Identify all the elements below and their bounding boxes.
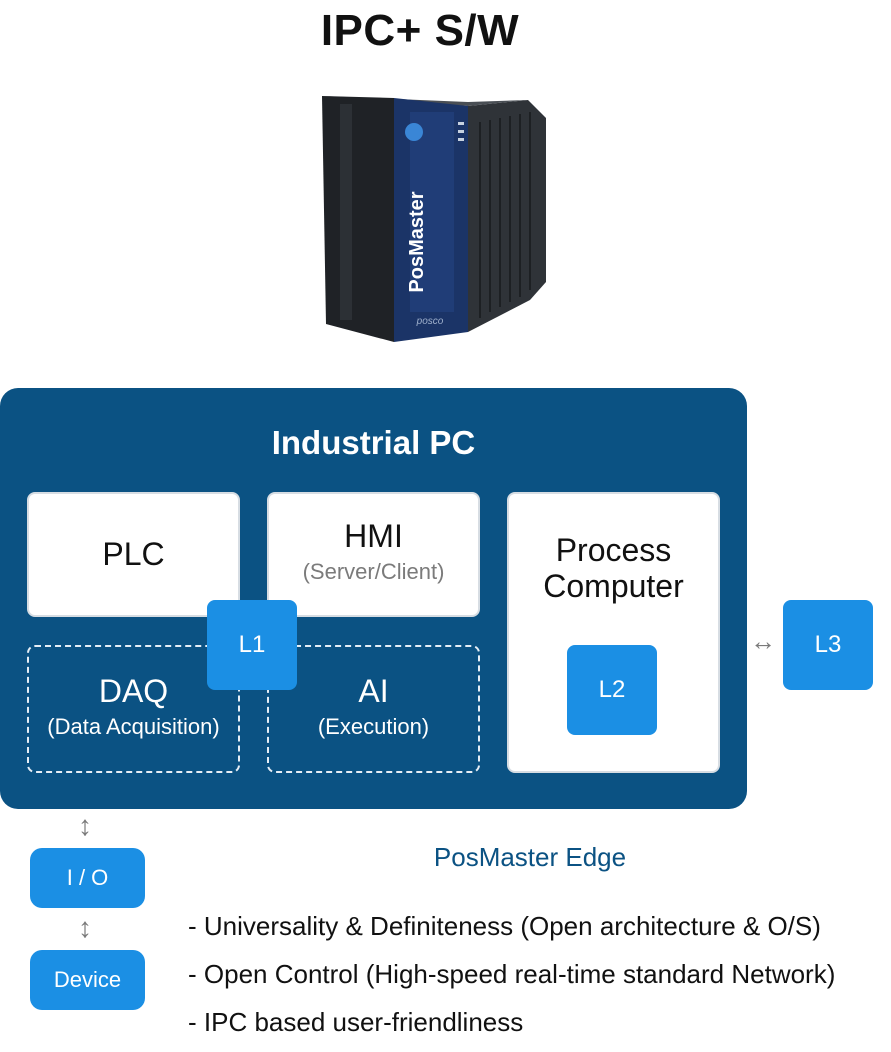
- feature-item: - Universality & Definiteness (Open arch…: [188, 911, 821, 941]
- hmi-box: HMI (Server/Client): [267, 492, 480, 617]
- level-l3-badge: L3: [783, 600, 873, 690]
- level-l1-badge: L1: [207, 600, 297, 690]
- process-computer-line1: Process: [555, 532, 672, 568]
- l3-connector-arrow: ↔: [750, 626, 776, 656]
- plc-label: PLC: [102, 536, 165, 572]
- plc-box: PLC: [27, 492, 240, 617]
- industrial-pc-title: Industrial PC: [271, 424, 476, 461]
- process-computer-line2: Computer: [543, 568, 684, 604]
- ai-sublabel: (Execution): [317, 714, 430, 739]
- device-maker-text: posco: [416, 316, 444, 327]
- io-connector-arrow-top: ↕: [78, 810, 92, 841]
- hmi-label: HMI: [344, 518, 403, 554]
- level-l2-badge: L2: [567, 645, 657, 735]
- io-pill: I / O: [30, 848, 145, 908]
- feature-item: - Open Control (High-speed real-time sta…: [188, 959, 836, 989]
- device-brand-text: PosMaster: [406, 191, 428, 292]
- daq-sublabel: (Data Acquisition): [47, 714, 220, 739]
- posmaster-edge-label: PosMaster Edge: [433, 842, 627, 872]
- feature-list: - Universality & Definiteness (Open arch…: [188, 908, 835, 1052]
- ai-box: AI (Execution): [267, 645, 480, 773]
- io-connector-arrow-bottom: ↕: [78, 912, 92, 943]
- ai-label: AI: [358, 673, 389, 709]
- device-pill: Device: [30, 950, 145, 1010]
- daq-box: DAQ (Data Acquisition): [27, 645, 240, 773]
- daq-label: DAQ: [98, 673, 169, 709]
- feature-item: - IPC based user-friendliness: [188, 1007, 524, 1037]
- hmi-sublabel: (Server/Client): [302, 559, 445, 584]
- posmaster-device-image: PosMaster posco: [322, 96, 546, 342]
- diagram-title: IPC+ S/W: [320, 6, 520, 55]
